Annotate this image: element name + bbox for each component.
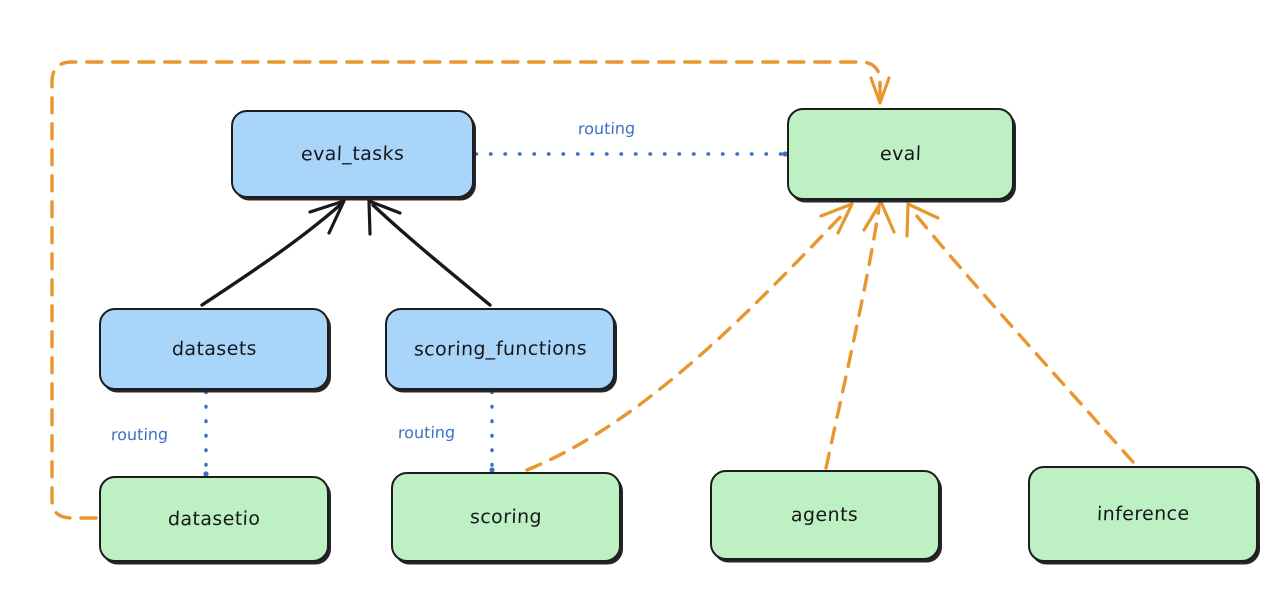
node-inference[interactable]: inference xyxy=(1028,466,1258,562)
node-label-datasets: datasets xyxy=(171,337,257,361)
node-label-eval: eval xyxy=(879,142,922,166)
edge-datasets-to-datasetio xyxy=(203,390,209,477)
edge-label-routing-eval-tasks-eval: routing xyxy=(577,118,636,139)
node-label-scoring_functions: scoring_functions xyxy=(413,337,587,361)
node-datasetio[interactable]: datasetio xyxy=(99,476,329,562)
edge-label-routing-datasets-datasetio: routing xyxy=(110,424,169,445)
node-label-scoring: scoring xyxy=(469,505,543,529)
node-label-inference: inference xyxy=(1096,502,1190,526)
edge-label-routing-scoring-functions-scoring: routing xyxy=(397,422,456,443)
node-label-agents: agents xyxy=(790,503,860,527)
node-eval[interactable]: eval xyxy=(787,108,1014,200)
node-label-datasetio: datasetio xyxy=(167,507,261,531)
edge-scoring_functions-to-scoring xyxy=(489,390,495,473)
edge-eval_tasks-to-eval xyxy=(474,151,788,157)
edge-scoring_functions-to-eval_tasks xyxy=(367,199,492,307)
edge-inference-to-eval xyxy=(905,202,1135,464)
node-datasets[interactable]: datasets xyxy=(99,308,329,390)
node-scoring[interactable]: scoring xyxy=(391,472,621,562)
node-label-eval_tasks: eval_tasks xyxy=(300,142,405,166)
node-scoring_functions[interactable]: scoring_functions xyxy=(385,308,615,390)
node-eval_tasks[interactable]: eval_tasks xyxy=(231,110,474,198)
node-agents[interactable]: agents xyxy=(710,470,940,560)
edge-agents-to-eval xyxy=(824,200,896,470)
edge-datasets-to-eval_tasks xyxy=(200,199,346,307)
